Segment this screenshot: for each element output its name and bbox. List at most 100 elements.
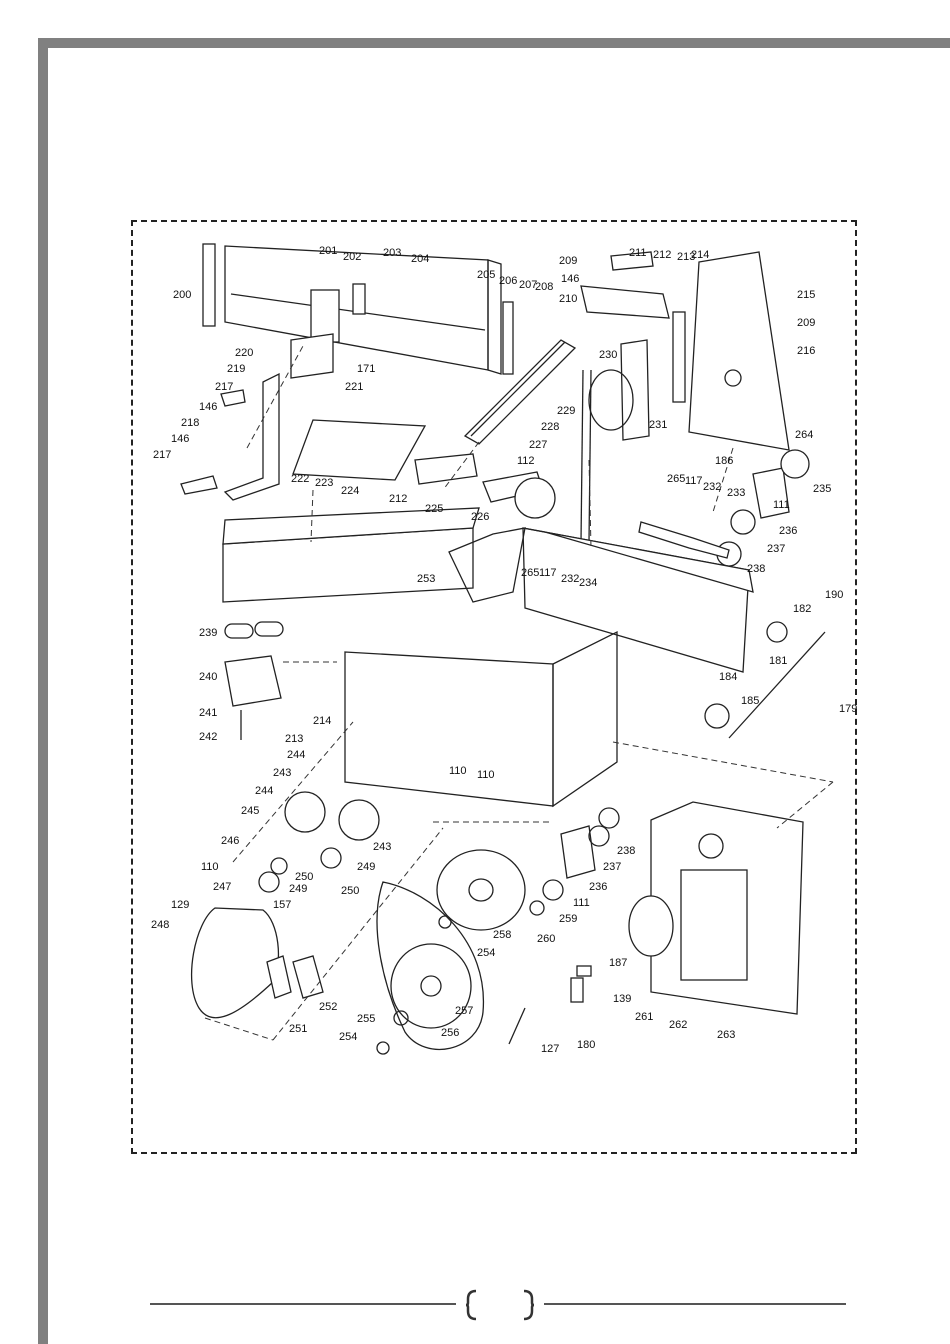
part-label: 254 <box>339 1031 357 1043</box>
column-cover <box>688 251 790 451</box>
part-label: 237 <box>767 543 785 555</box>
pulley-large-hub <box>468 878 494 902</box>
bearing-block-lower <box>560 825 596 879</box>
part-label: 248 <box>151 919 169 931</box>
housing-window <box>680 869 748 981</box>
machine-body-side <box>552 630 618 808</box>
part-label: 232 <box>703 481 721 493</box>
feed-shaft <box>728 631 826 739</box>
part-label: 157 <box>273 899 291 911</box>
part-label: 250 <box>341 885 359 897</box>
machine-body <box>344 651 554 807</box>
bolt-127 <box>508 1007 526 1045</box>
key-254 <box>438 915 452 929</box>
part-label: 234 <box>579 577 597 589</box>
part-label: 110 <box>201 861 219 873</box>
part-label: 238 <box>617 845 635 857</box>
sprocket-a <box>284 791 326 833</box>
part-label: 129 <box>171 899 189 911</box>
part-label: 221 <box>345 381 363 393</box>
part-label: 225 <box>425 503 443 515</box>
guard-arm-clamp <box>610 251 654 271</box>
adjust-lever <box>638 521 730 559</box>
support-block <box>224 655 282 707</box>
part-label: 117 <box>539 567 557 579</box>
part-label: 235 <box>813 483 831 495</box>
part-label: 202 <box>343 251 361 263</box>
part-label: 249 <box>357 861 375 873</box>
part-label: 146 <box>199 401 217 413</box>
washer-lower <box>598 807 620 829</box>
fence-mount-block <box>290 333 334 379</box>
switch-part <box>570 977 584 1003</box>
part-label: 240 <box>199 671 217 683</box>
part-label: 239 <box>199 627 217 639</box>
part-label: 244 <box>287 749 305 761</box>
part-label: 238 <box>747 563 765 575</box>
housing-cover <box>650 801 804 1015</box>
part-label: 146 <box>171 433 189 445</box>
shaft-collar-185 <box>704 703 730 729</box>
part-label: 205 <box>477 269 495 281</box>
part-label: 206 <box>499 275 517 287</box>
assembly-line-d <box>588 459 592 549</box>
column-cover-hole <box>724 369 742 387</box>
fence-end-cap <box>202 243 216 327</box>
pulley-upper <box>780 449 810 479</box>
part-label: 215 <box>797 289 815 301</box>
part-label: 181 <box>769 655 787 667</box>
sprocket-246 <box>258 871 280 893</box>
part-label: 237 <box>603 861 621 873</box>
part-label: 223 <box>315 477 333 489</box>
part-label: 209 <box>559 255 577 267</box>
part-label: 146 <box>561 273 579 285</box>
height-shaft <box>580 369 584 543</box>
part-label: 260 <box>537 933 555 945</box>
switch-part-b <box>576 965 592 977</box>
part-label: 111 <box>773 499 790 511</box>
part-label: 112 <box>517 455 535 467</box>
part-label: 187 <box>609 957 627 969</box>
part-label: 220 <box>235 347 253 359</box>
part-label: 251 <box>289 1023 307 1035</box>
left-border-bar <box>38 38 48 1344</box>
nut-260 <box>529 900 545 916</box>
part-label: 190 <box>825 589 843 601</box>
part-label: 214 <box>691 249 709 261</box>
assembly-line-j <box>204 1017 274 1041</box>
part-label: 210 <box>559 293 577 305</box>
part-label: 207 <box>519 279 537 291</box>
part-label: 247 <box>213 881 231 893</box>
part-label: 230 <box>599 349 617 361</box>
blade-guard-edge <box>470 341 566 437</box>
part-label: 203 <box>383 247 401 259</box>
clamp-bar <box>414 453 478 485</box>
infeed-table-top <box>222 507 480 545</box>
bearing-block-upper <box>752 467 790 519</box>
part-label: 179 <box>839 703 857 715</box>
part-label: 204 <box>411 253 429 265</box>
part-label: 242 <box>199 731 217 743</box>
part-label: 228 <box>541 421 559 433</box>
assembly-line-f <box>612 741 834 783</box>
roller-b <box>254 621 284 637</box>
ring-255 <box>393 1010 409 1026</box>
part-label: 226 <box>471 511 489 523</box>
fence-rail-end <box>487 259 502 375</box>
part-label: 252 <box>319 1001 337 1013</box>
part-label: 111 <box>573 897 590 909</box>
part-label: 244 <box>255 785 273 797</box>
pulley-large <box>436 849 526 931</box>
part-label: 214 <box>313 715 331 727</box>
part-label: 209 <box>797 317 815 329</box>
pulley-259 <box>542 879 564 901</box>
drive-belt <box>376 881 485 1051</box>
part-label: 212 <box>653 249 671 261</box>
part-label: 201 <box>319 245 337 257</box>
part-label: 262 <box>669 1019 687 1031</box>
part-label: 127 <box>541 1043 559 1055</box>
outfeed-table-top <box>522 527 754 593</box>
part-label: 265 <box>521 567 539 579</box>
bracket-252 <box>292 955 324 999</box>
part-label: 182 <box>793 603 811 615</box>
